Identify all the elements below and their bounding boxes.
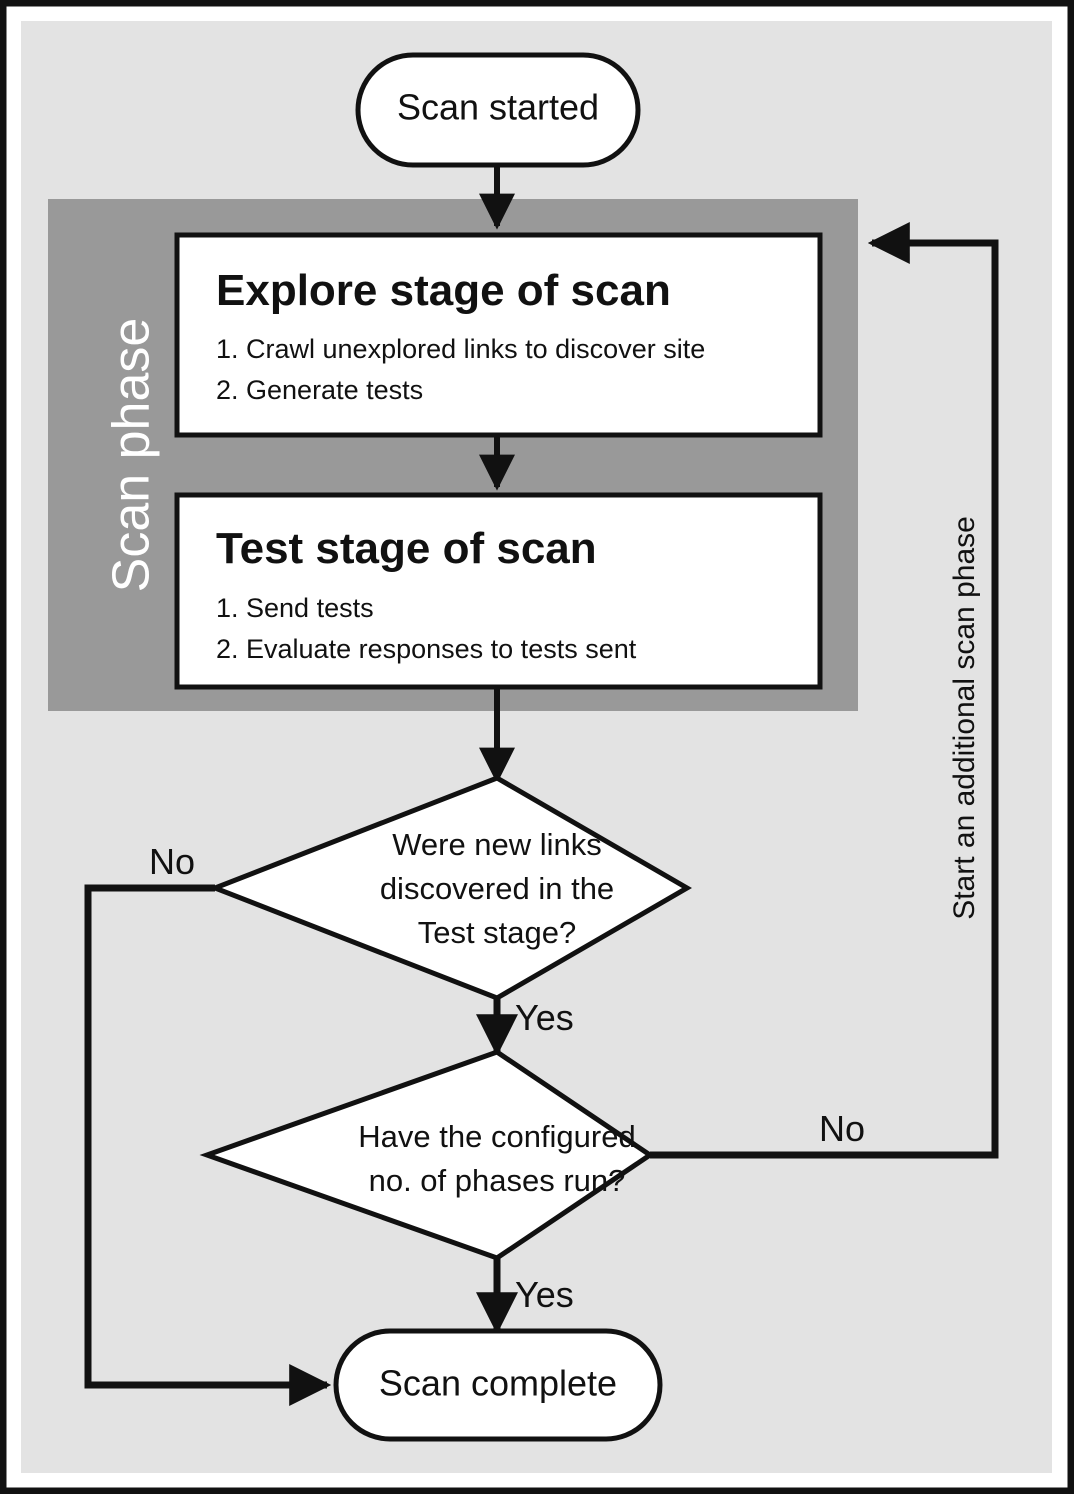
- test-stage-node[interactable]: [174, 492, 823, 690]
- decision-1-no-label: No: [149, 841, 195, 882]
- decision-phases-run-line-2: no. of phases run?: [369, 1163, 626, 1198]
- start-node-label: Scan started: [397, 87, 599, 128]
- scan-phase-lane-label: Scan phase: [103, 318, 161, 593]
- test-stage-step-1: 1. Send tests: [216, 593, 374, 623]
- explore-stage-title: Explore stage of scan: [216, 266, 671, 315]
- start-node[interactable]: [355, 52, 641, 168]
- decision-new-links-line-1: Were new links: [392, 827, 602, 862]
- test-stage-step-2: 2. Evaluate responses to tests sent: [216, 634, 637, 664]
- explore-stage-step-1: 1. Crawl unexplored links to discover si…: [216, 334, 705, 364]
- decision-new-links-line-2: discovered in the: [380, 871, 614, 906]
- decision-phases-run-line-1: Have the configured: [358, 1119, 635, 1154]
- end-node[interactable]: [333, 1328, 663, 1442]
- edge-decision-2-no-loop: [650, 222, 999, 1159]
- decision-new-links-line-3: Test stage?: [418, 915, 577, 950]
- decision-1-yes-label: Yes: [515, 997, 574, 1038]
- loop-back-label: Start an additional scan phase: [948, 516, 981, 920]
- decision-2-no-label: No: [819, 1108, 865, 1149]
- explore-stage-node[interactable]: [174, 232, 823, 438]
- decision-2-yes-label: Yes: [515, 1274, 574, 1315]
- end-node-label: Scan complete: [379, 1363, 617, 1404]
- explore-stage-step-2: 2. Generate tests: [216, 375, 423, 405]
- test-stage-title: Test stage of scan: [216, 524, 597, 573]
- edge-decision-1-no: [84, 884, 332, 1406]
